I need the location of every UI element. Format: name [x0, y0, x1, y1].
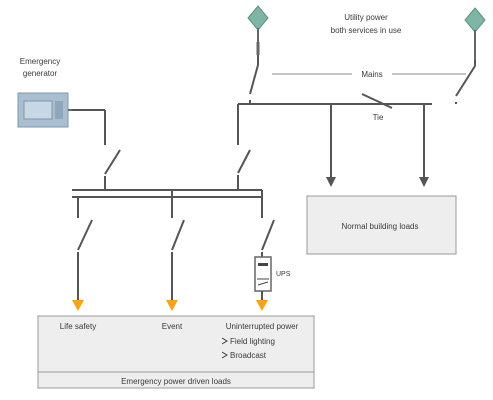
emergency-arrows [72, 300, 268, 311]
normal-load-feeders [326, 104, 429, 187]
field-lighting-item: Field lighting [221, 337, 275, 346]
utility-to-emergency-feed [237, 104, 251, 190]
emergency-generator-label-line1: Emergency [20, 57, 60, 66]
left-utility-feed [238, 55, 432, 105]
utility-power-label: Utility power [344, 13, 388, 22]
life-safety-label: Life safety [60, 322, 96, 331]
broadcast-label: Broadcast [230, 351, 267, 360]
emergency-loads-label: Emergency power driven loads [121, 377, 231, 386]
emergency-branches [77, 190, 275, 300]
right-utility-feed [455, 60, 476, 104]
field-lighting-label: Field lighting [230, 337, 275, 346]
ups-icon [254, 256, 272, 302]
event-label: Event [162, 322, 183, 331]
utility-source-left-icon [247, 5, 269, 55]
broadcast-item: Broadcast [221, 351, 267, 360]
emergency-generator-label-line2: generator [23, 69, 58, 78]
mains-label: Mains [361, 70, 382, 79]
ups-label: UPS [276, 271, 291, 278]
utility-services-label: both services in use [331, 26, 402, 35]
uninterrupted-power-label: Uninterrupted power [226, 322, 299, 331]
tie-label: Tie [373, 113, 384, 122]
normal-loads-label: Normal building loads [342, 222, 419, 231]
utility-source-right-icon [464, 7, 486, 60]
emergency-loads-box [37, 315, 315, 389]
normal-loads-box [306, 195, 457, 255]
generator-icon [17, 92, 72, 128]
generator-feed [72, 109, 121, 190]
tie-switch [361, 93, 393, 109]
